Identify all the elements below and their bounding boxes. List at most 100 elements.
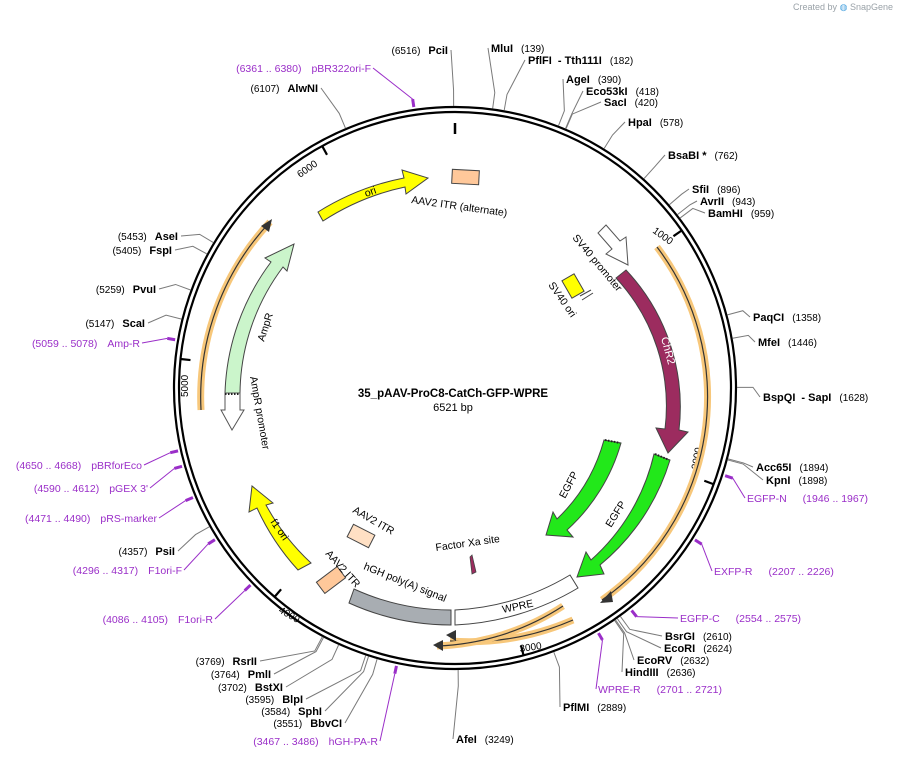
tick-label-5000: 5000 [180, 374, 191, 397]
feature-label-ampr: AmpR [255, 311, 276, 343]
site-line-12 [736, 386, 761, 398]
site-line-10 [727, 310, 751, 318]
site-label-right-4: SacI(420) [604, 97, 658, 109]
site-position: (5259) [96, 285, 125, 296]
site-position: (1628) [839, 393, 868, 404]
site-name-alias: - Tth111I [558, 55, 602, 67]
site-label-left-8: (3764)PmlI [211, 669, 271, 681]
site-line-9 [679, 207, 706, 219]
site-line-8 [677, 200, 698, 216]
site-label-left-7: (3769)RsrII [196, 656, 257, 668]
site-position: (1358) [792, 313, 821, 324]
site-position: (578) [660, 118, 683, 129]
feature-chr2 [615, 269, 689, 454]
site-name: ScaI [122, 318, 145, 330]
site-name: Eco53kI [586, 86, 628, 98]
orf-arcs [197, 219, 711, 651]
primer-range: (2207 .. 2226) [769, 566, 834, 578]
site-position: (2632) [680, 656, 709, 667]
site-name: AfeI [456, 734, 477, 746]
site-name: SfiI [692, 184, 709, 196]
site-label-right-18: HindIII(2636) [625, 667, 696, 679]
site-name: SphI [298, 706, 322, 718]
site-position: (2636) [667, 668, 696, 679]
feature-ori [317, 169, 430, 222]
primer-line-left-2 [143, 452, 171, 466]
site-line-left-1 [320, 87, 346, 129]
site-label-right-19: PflMI(2889) [563, 702, 626, 714]
site-name: RsrII [233, 656, 257, 668]
site-line-left-5 [147, 314, 182, 324]
primer-label-left-5: (4296 .. 4317)F1ori-F [73, 565, 182, 577]
site-label-left-2: (5453)AseI [118, 231, 178, 243]
site-name: PvuI [133, 284, 156, 296]
site-label-right-11: MfeI(1446) [758, 337, 817, 349]
primer-mark-1 [694, 538, 703, 546]
primer-name: EGFP-C [680, 613, 720, 625]
orf-arrow-4 [261, 219, 272, 232]
site-name: MluI [491, 43, 513, 55]
primer-mark-0 [724, 474, 734, 480]
site-name: EcoRV [637, 655, 673, 667]
site-position: (1446) [788, 338, 817, 349]
snapgene-credit: Created by ◍ SnapGene [793, 2, 893, 13]
feature-label-ori: ori [363, 185, 378, 200]
site-position: (5453) [118, 232, 147, 243]
site-label-right-16: EcoRI(2624) [664, 643, 732, 655]
feature-egfp-b-dots [654, 453, 670, 461]
plasmid-length: 6521 bp [433, 402, 473, 414]
site-name: HpaI [628, 117, 652, 129]
site-line-left-4 [158, 283, 191, 291]
site-label-right-14: KpnI(1898) [766, 475, 827, 487]
site-label-left-10: (3595)BlpI [245, 694, 303, 706]
feature-label-factor-xa: Factor Xa site [435, 533, 501, 554]
site-position: (3595) [245, 695, 274, 706]
feature-sv40-ori [561, 273, 585, 299]
feature-hgh-polya [348, 588, 452, 626]
site-line-20 [452, 669, 459, 740]
primer-range: (5059 .. 5078) [32, 338, 97, 350]
site-position: (420) [635, 98, 658, 109]
feature-sv40-ori-bar2 [581, 292, 594, 301]
primer-name: F1ori-R [178, 614, 213, 626]
primer-mark-left-6 [243, 583, 252, 592]
site-label-right-17: EcoRV (2632) [637, 655, 709, 667]
site-position: (896) [717, 185, 740, 196]
credit-brand: SnapGene [849, 2, 893, 12]
primer-name: hGH-PA-R [329, 736, 379, 748]
orf-arrow-1 [600, 591, 613, 603]
site-line-left-6 [177, 526, 210, 552]
primer-range: (4650 .. 4668) [16, 460, 81, 472]
primer-range: (2701 .. 2721) [657, 684, 722, 696]
site-leader-lines [147, 47, 764, 740]
site-line-left-11 [324, 656, 369, 712]
backbone-inner [177, 110, 733, 666]
feature-ampr [224, 243, 295, 394]
plasmid-name: 35_pAAV-ProC8-CatCh-GFP-WPRE [358, 388, 549, 400]
primer-marks [141, 67, 746, 742]
site-label-left-4: (5259) PvuI [96, 284, 156, 296]
site-position: (390) [598, 75, 621, 86]
primer-name: EGFP-N [747, 493, 787, 505]
site-position: (3551) [273, 719, 302, 730]
primer-name: pBR322ori-F [311, 63, 371, 75]
feature-wpre [454, 574, 579, 626]
site-label-right-15: BsrGI(2610) [665, 631, 732, 643]
site-line-left-12 [344, 658, 378, 724]
primer-line-left-3 [149, 468, 175, 489]
tick-label-1000: 1000 [650, 226, 675, 248]
primer-range: (6361 .. 6380) [236, 63, 301, 75]
site-label-right-0: MluI(139) [491, 43, 544, 55]
primer-range: (4590 .. 4612) [34, 483, 99, 495]
primer-mark-left-0 [411, 98, 416, 108]
site-name: AgeI [566, 74, 590, 86]
site-label-right-20: AfeI(3249) [456, 734, 514, 746]
site-line-16 [616, 618, 662, 649]
site-labels: MluI(139)PflFI- Tth111I(182)AgeI(390)Eco… [85, 43, 868, 746]
primer-line-left-0 [372, 67, 413, 100]
site-position: (5405) [112, 246, 141, 257]
site-label-right-9: BamHI(959) [708, 208, 774, 220]
site-line-19 [553, 651, 561, 708]
site-position: (418) [636, 87, 659, 98]
primer-label-left-7: (3467 .. 3486)hGH-PA-R [253, 736, 378, 748]
